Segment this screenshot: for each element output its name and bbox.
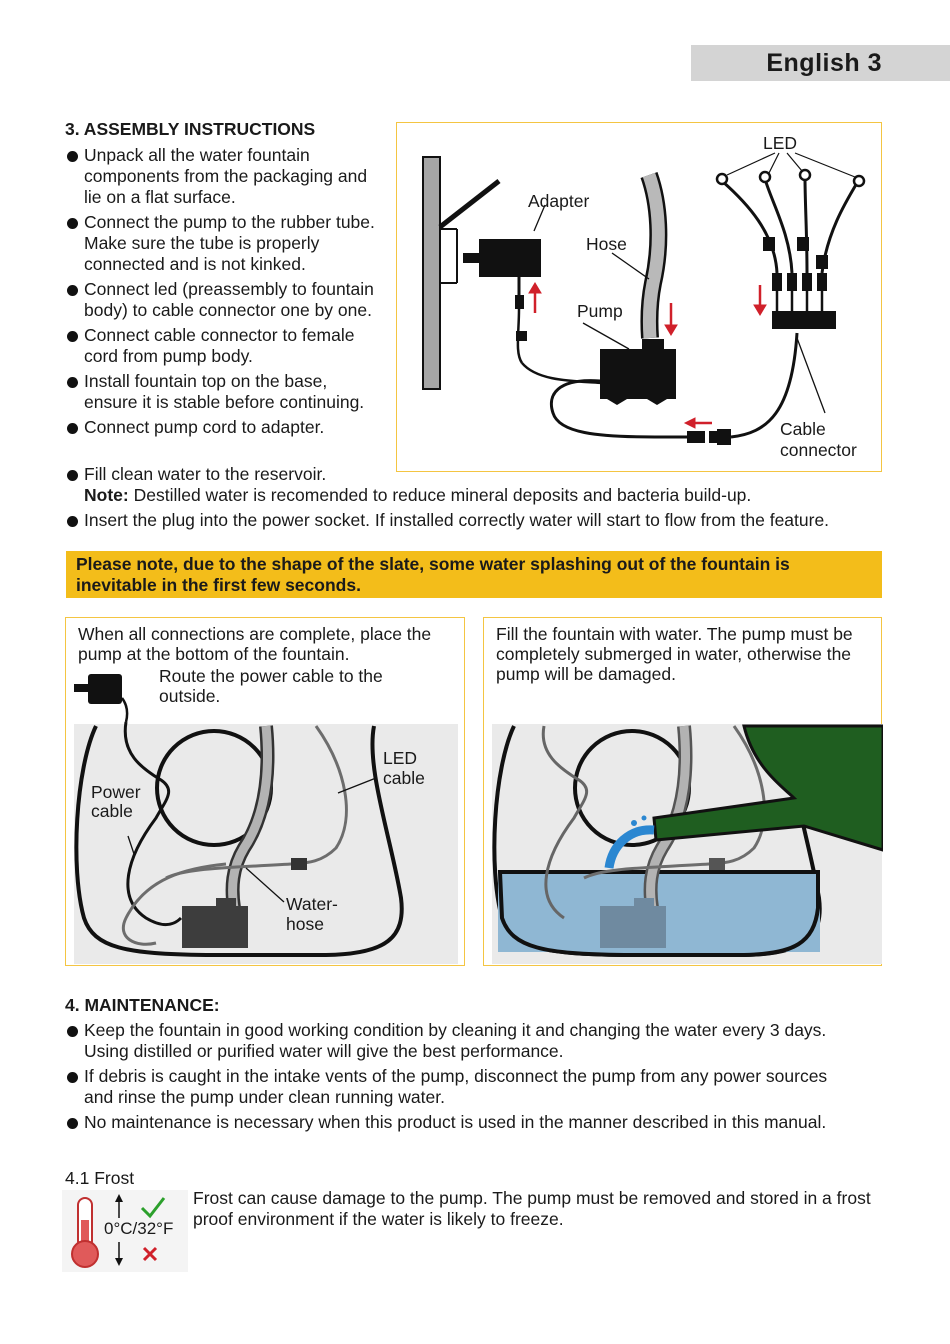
frost-icon: 0°C/32°F [62, 1190, 188, 1272]
maintenance-list: Keep the fountain in good working condit… [65, 1020, 855, 1137]
note-text: Destilled water is recomended to reduce … [128, 485, 752, 505]
label-pump: Pump [577, 301, 623, 321]
list-item: Keep the fountain in good working condit… [65, 1020, 855, 1062]
label-power-cable-2: cable [91, 801, 133, 821]
label-water-hose-2: hose [286, 914, 324, 934]
assembly-diagram: LED Adapter Hose Pump Cable connector [396, 122, 882, 472]
assembly-diagram-graphic [422, 152, 866, 445]
page-header-tab: English 3 [691, 45, 950, 81]
page-label: English 3 [766, 49, 882, 77]
label-water-hose-1: Water- [286, 894, 338, 914]
frost-heading: 4.1 Frost [65, 1168, 135, 1188]
panel-placement: When all connections are complete, place… [65, 617, 465, 966]
panel-fill-water: Fill the fountain with water. The pump m… [483, 617, 883, 966]
list-item: Connect led (preassembly to fountain bod… [65, 279, 380, 321]
assembly-list: Unpack all the water fountain components… [65, 145, 380, 442]
warning-banner: Please note, due to the shape of the sla… [66, 551, 882, 598]
placement-diagram [74, 674, 458, 964]
label-led-cable-1: LED [383, 748, 418, 768]
list-item-text: Fill clean water to the reservoir. [84, 464, 327, 484]
list-item: Connect cable connector to female cord f… [65, 325, 380, 367]
list-item: No maintenance is necessary when this pr… [65, 1112, 855, 1133]
list-item: Connect pump cord to adapter. [65, 417, 380, 438]
fill-water-diagram [492, 724, 883, 964]
assembly-heading: 3. ASSEMBLY INSTRUCTIONS [65, 119, 316, 139]
list-item: Fill clean water to the reservoir. Note:… [65, 464, 865, 506]
panel-placement-caption: When all connections are complete, place… [78, 624, 432, 664]
thermometer-icon [71, 1194, 166, 1268]
label-led: LED [763, 133, 798, 153]
label-adapter: Adapter [528, 191, 590, 211]
label-power-cable-1: Power [91, 782, 141, 802]
frost-temperature: 0°C/32°F [104, 1219, 174, 1238]
assembly-list-continued: Fill clean water to the reservoir. Note:… [65, 464, 865, 535]
list-item: If debris is caught in the intake vents … [65, 1066, 855, 1108]
list-item: Insert the plug into the power socket. I… [65, 510, 854, 531]
label-hose: Hose [586, 234, 627, 254]
label-cable-connector-line2: connector [780, 440, 857, 460]
label-cable-connector-line1: Cable [780, 419, 826, 439]
note-label: Note: [84, 485, 129, 505]
panel-placement-caption-2: Route the power cable to the outside. [159, 666, 383, 706]
panel-fill-water-caption: Fill the fountain with water. The pump m… [496, 624, 853, 684]
list-item: Connect the pump to the rubber tube. Mak… [65, 212, 380, 275]
list-item: Unpack all the water fountain components… [65, 145, 380, 208]
list-item: Install fountain top on the base, ensure… [65, 371, 380, 413]
label-led-cable-2: cable [383, 768, 425, 788]
maintenance-heading: 4. MAINTENANCE: [65, 995, 220, 1015]
frost-text: Frost can cause damage to the pump. The … [193, 1188, 871, 1229]
